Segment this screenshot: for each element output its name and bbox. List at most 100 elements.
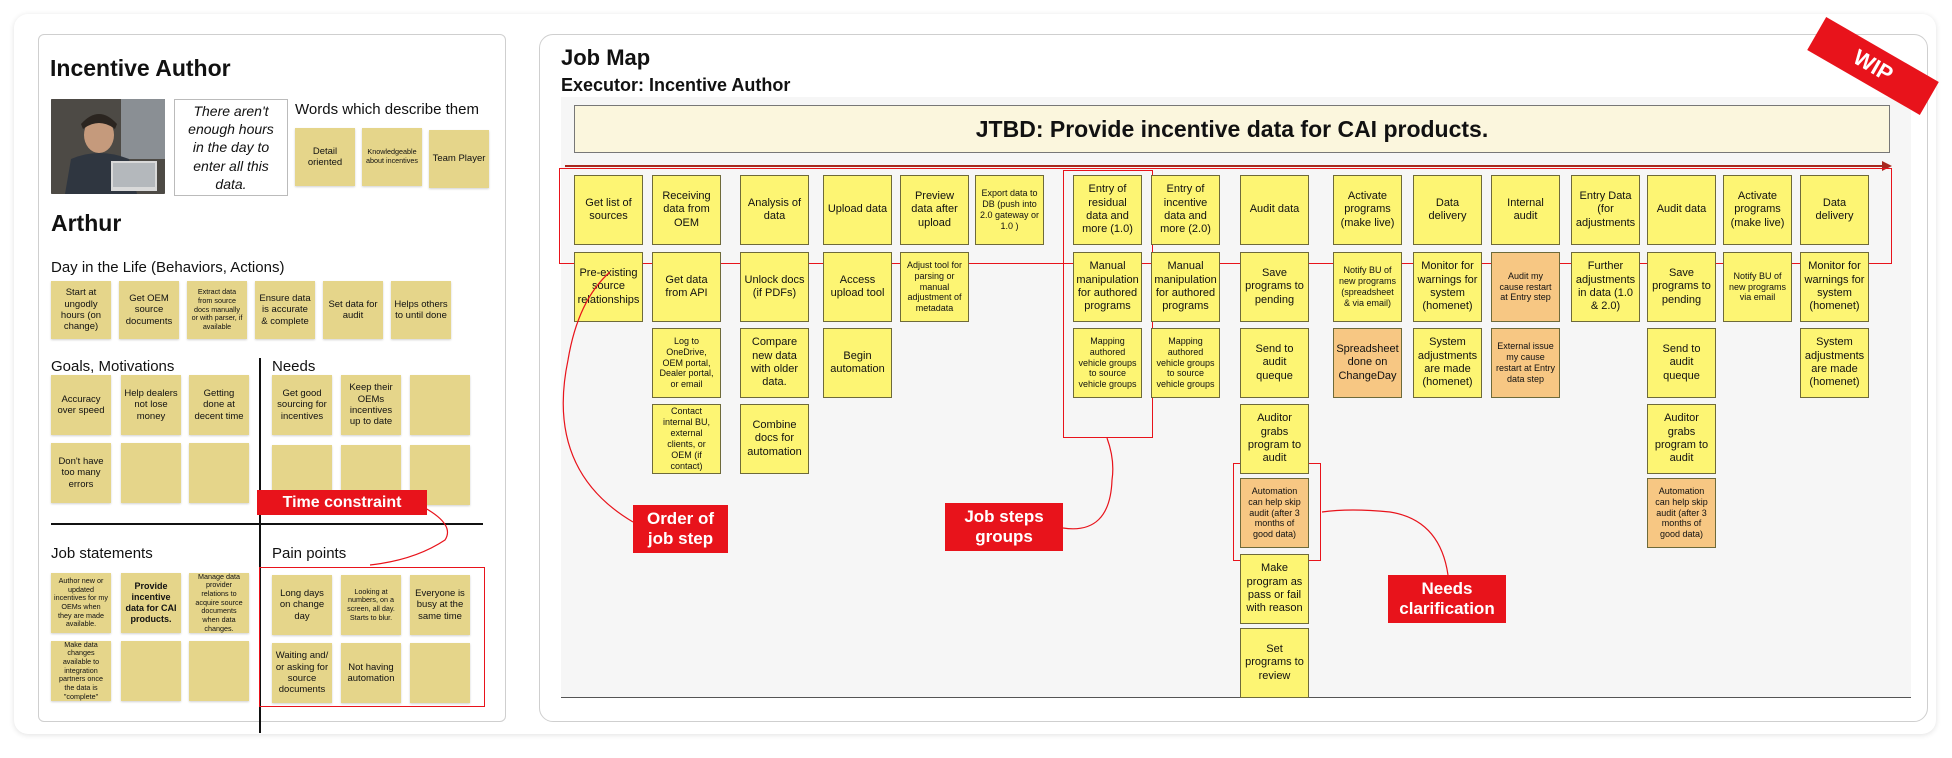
job-step-card: Auditor grabs program to audit [1647, 404, 1716, 474]
job-step-card: Contact internal BU, external clients, o… [652, 404, 721, 474]
words-heading: Words which describe them [295, 101, 479, 118]
goals-heading: Goals, Motivations [51, 358, 175, 375]
persona-quote: There aren't enough hours in the day to … [174, 99, 288, 196]
goal-sticky [189, 443, 249, 503]
goal-sticky [121, 443, 181, 503]
job-step-card: Manual manipulation for authored program… [1073, 252, 1142, 322]
persona-panel: Incentive Author There aren't enough hou… [38, 34, 506, 733]
job-step-card: Make program as pass or fail with reason [1240, 554, 1309, 624]
job-step-card: Compare new data with older data. [740, 328, 809, 398]
job-step-card: Manual manipulation for authored program… [1151, 252, 1220, 322]
job-step-card: Log to OneDrive, OEM portal, Dealer port… [652, 328, 721, 398]
job-step-card: Send to audit queque [1647, 328, 1716, 398]
job-map-title: Job Map [561, 45, 651, 70]
day-sticky: Get OEM source documents [119, 281, 179, 339]
goal-sticky: Accuracy over speed [51, 375, 111, 435]
job-map-baseline [561, 697, 1911, 698]
job-step-card: Audit my cause restart at Entry step [1491, 252, 1560, 322]
job-step-card: Further adjustments in data (1.0 & 2.0) [1571, 252, 1640, 322]
person-photo-icon [51, 99, 165, 194]
job-step-card: Entry Data (for adjustments [1571, 175, 1640, 245]
job-step-card: Adjust tool for parsing or manual adjust… [900, 252, 969, 322]
persona-title: Incentive Author [50, 55, 231, 81]
job-sticky: Make data changes available to integrati… [51, 640, 111, 701]
job-step-card: Notify BU of new programs (spreadsheet &… [1333, 252, 1402, 322]
day-sticky: Helps others to until done [391, 281, 451, 339]
pain-heading: Pain points [272, 545, 347, 562]
pain-sticky: Everyone is busy at the same time [410, 575, 470, 635]
job-step-card: Automation can help skip audit (after 3 … [1240, 478, 1309, 548]
job-sticky: Manage data provider relations to acquir… [189, 572, 249, 633]
job-steps-groups-label: Job steps groups [945, 503, 1063, 551]
job-step-card: Audit data [1647, 175, 1716, 245]
day-sticky: Ensure data is accurate & complete [255, 281, 315, 339]
job-step-card: Upload data [823, 175, 892, 245]
job-step-card: Unlock docs (if PDFs) [740, 252, 809, 322]
job-sticky: Provide incentive data for CAI products. [121, 573, 181, 633]
goal-sticky: Help dealers not lose money [121, 375, 181, 435]
job-step-card: Mapping authored vehicle groups to sourc… [1073, 328, 1142, 398]
job-step-card: Access upload tool [823, 252, 892, 322]
day-sticky: Set data for audit [323, 281, 383, 339]
needs-clarification-label: Needs clarification [1388, 575, 1506, 623]
jobs-heading: Job statements [51, 545, 153, 562]
job-step-card: Notify BU of new programs via email [1723, 252, 1792, 322]
pain-sticky: Waiting and/ or asking for source docume… [272, 643, 332, 703]
job-step-card: Activate programs (make live) [1333, 175, 1402, 245]
pain-sticky: Not having automation [341, 643, 401, 703]
job-step-card: Preview data after upload [900, 175, 969, 245]
job-step-card: Data delivery [1413, 175, 1482, 245]
need-sticky [410, 375, 470, 435]
pain-sticky: Looking at numbers, on a screen, all day… [341, 575, 401, 635]
job-steps-highlight-box [559, 168, 1892, 264]
job-step-card: Data delivery [1800, 175, 1869, 245]
job-step-card: Analysis of data [740, 175, 809, 245]
goal-sticky: Don't have too many errors [51, 443, 111, 503]
job-step-card: Mapping authored vehicle groups to sourc… [1151, 328, 1220, 398]
job-step-card: Set programs to review [1240, 628, 1309, 698]
jtbd-banner: JTBD: Provide incentive data for CAI pro… [574, 105, 1890, 153]
goal-sticky: Getting done at decent time [189, 375, 249, 435]
pain-sticky [410, 643, 470, 703]
job-step-card: System adjustments are made (homenet) [1413, 328, 1482, 398]
job-step-card: Send to audit queque [1240, 328, 1309, 398]
job-map-executor: Executor: Incentive Author [561, 75, 791, 95]
word-sticky: Knowledgeable about incentives [362, 128, 422, 186]
job-step-card: Receiving data from OEM [652, 175, 721, 245]
day-heading: Day in the Life (Behaviors, Actions) [51, 259, 285, 276]
need-sticky: Get good sourcing for incentives [272, 375, 332, 435]
job-step-card: Get list of sources [574, 175, 643, 245]
job-sticky [189, 641, 249, 701]
arrow-head-icon [1882, 161, 1892, 171]
word-sticky: Team Player [429, 130, 489, 188]
job-step-card: Entry of incentive data and more (2.0) [1151, 175, 1220, 245]
quadrant-horizontal-divider [51, 523, 483, 525]
needs-heading: Needs [272, 358, 316, 375]
need-sticky: Keep their OEMs incentives up to date [341, 375, 401, 435]
word-sticky: Detail oriented [295, 128, 355, 186]
job-step-card: Spreadsheet done on ChangeDay [1333, 328, 1402, 398]
pain-points-highlight-box [259, 567, 485, 707]
job-step-card: Pre-existing source relationships [574, 252, 643, 322]
job-step-card: Combine docs for automation [740, 404, 809, 474]
job-step-card: Entry of residual data and more (1.0) [1073, 175, 1142, 245]
day-sticky: Start at ungodly hours (on change) [51, 281, 111, 339]
persona-photo [51, 99, 165, 194]
job-step-card: Begin automation [823, 328, 892, 398]
persona-name: Arthur [51, 210, 122, 236]
job-step-card: Save programs to pending [1240, 252, 1309, 322]
job-step-card: Monitor for warnings for system (homenet… [1413, 252, 1482, 322]
day-sticky: Extract data from source docs manually o… [187, 281, 247, 339]
pain-sticky: Long days on change day [272, 575, 332, 635]
job-step-card: Auditor grabs program to audit [1240, 404, 1309, 474]
job-sticky: Author new or updated incentives for my … [51, 573, 111, 633]
job-step-card: System adjustments are made (homenet) [1800, 328, 1869, 398]
job-step-card: Monitor for warnings for system (homenet… [1800, 252, 1869, 322]
job-step-card: Get data from API [652, 252, 721, 322]
job-step-card: Internal audit [1491, 175, 1560, 245]
job-step-card: External issue my cause restart at Entry… [1491, 328, 1560, 398]
job-step-order-line [565, 165, 1890, 167]
job-sticky [121, 641, 181, 701]
job-step-card: Export data to DB (push into 2.0 gateway… [975, 175, 1044, 245]
